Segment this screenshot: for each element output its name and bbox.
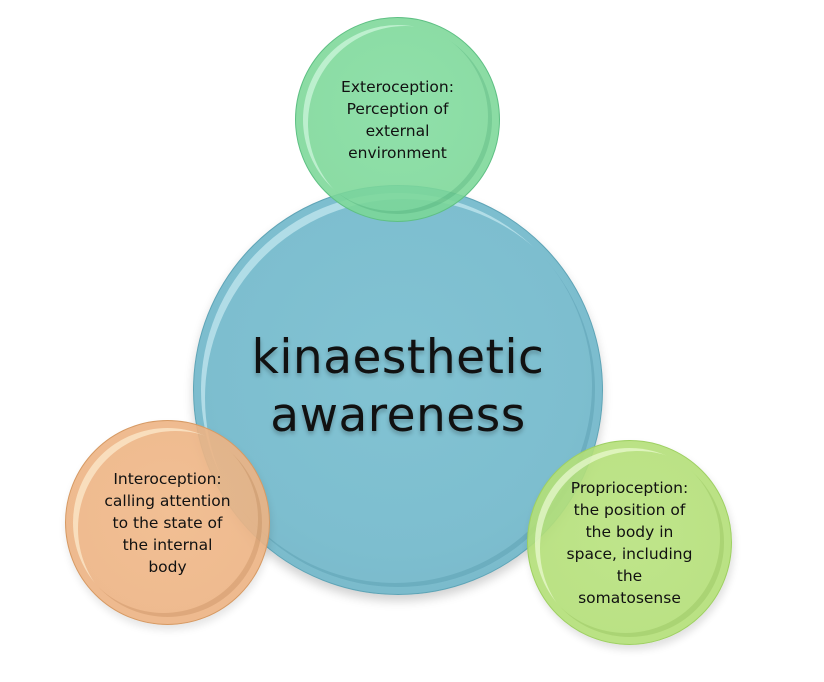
- satellite-circle-exteroception: Exteroception: Perception of external en…: [295, 17, 500, 222]
- center-label-line: awareness: [270, 388, 526, 443]
- label-line: the position of: [573, 500, 686, 519]
- label-line: Exteroception:: [341, 77, 454, 96]
- label-line: environment: [348, 143, 447, 162]
- label-line: the: [616, 566, 643, 585]
- center-label: kinaesthetic awareness: [252, 329, 545, 445]
- label-line: the body in: [585, 522, 674, 541]
- label-line: Perception of: [346, 99, 449, 118]
- satellite-label-interoception: Interoception: calling attention to the …: [104, 468, 230, 578]
- label-line: Interoception:: [113, 469, 222, 488]
- label-line: space, including: [566, 544, 693, 563]
- label-line: the internal: [122, 535, 213, 554]
- center-label-line: kinaesthetic: [251, 330, 545, 385]
- label-line: calling attention: [104, 491, 231, 510]
- satellite-label-exteroception: Exteroception: Perception of external en…: [341, 76, 454, 164]
- satellite-label-proprioception: Proprioception: the position of the body…: [567, 477, 693, 609]
- label-line: somatosense: [578, 588, 681, 607]
- label-line: to the state of: [112, 513, 223, 532]
- label-line: Proprioception:: [570, 478, 689, 497]
- satellite-circle-proprioception: Proprioception: the position of the body…: [527, 440, 732, 645]
- label-line: body: [148, 557, 187, 576]
- label-line: external: [365, 121, 430, 140]
- satellite-circle-interoception: Interoception: calling attention to the …: [65, 420, 270, 625]
